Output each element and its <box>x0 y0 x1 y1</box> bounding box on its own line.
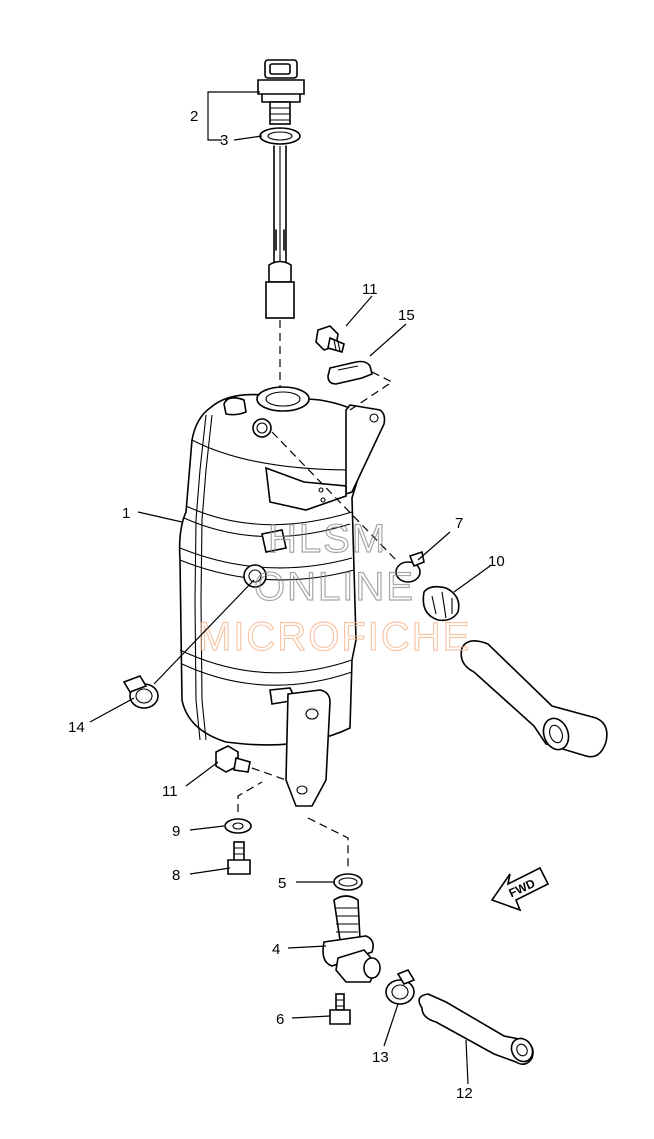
callout-14: 14 <box>68 719 85 736</box>
bolt-6 <box>329 993 351 1025</box>
watermark-line-1: HLSM <box>268 517 387 561</box>
watermark-line-2: ONLINE <box>254 565 415 609</box>
o-ring-5 <box>307 817 363 891</box>
hose-clamp-13 <box>385 969 416 1005</box>
callout-10: 10 <box>488 553 505 570</box>
bolt-lower <box>215 745 287 781</box>
fwd-direction-arrow: FWD <box>490 866 550 912</box>
bolt-upper <box>315 325 345 353</box>
grommet-10 <box>422 585 460 622</box>
bolt-8 <box>227 841 251 875</box>
hose-clamp-7 <box>271 431 425 583</box>
hose-fitting-4 <box>322 895 381 983</box>
tank-body <box>178 386 386 807</box>
hose-clip-15 <box>327 360 394 411</box>
callout-8: 8 <box>172 867 180 884</box>
callout-13: 13 <box>372 1049 389 1066</box>
callout-15: 15 <box>398 307 415 324</box>
hose-upper-right <box>460 640 608 758</box>
callout-2: 2 <box>190 108 198 125</box>
callout-1: 1 <box>122 505 130 522</box>
level-sensor-assembly <box>257 59 305 388</box>
watermark-line-3: MICROFICHE <box>198 615 471 659</box>
callout-9: 9 <box>172 823 180 840</box>
callout-11-upper: 11 <box>362 281 378 298</box>
callout-4: 4 <box>272 941 280 958</box>
callout-5: 5 <box>278 875 286 892</box>
callout-11-lower: 11 <box>162 783 178 800</box>
callout-labels: 2 3 1 11 15 7 10 14 11 9 8 5 4 6 13 12 <box>68 108 505 1102</box>
callout-12: 12 <box>456 1085 473 1102</box>
leader-lines <box>89 91 491 1085</box>
hose-12 <box>418 993 534 1066</box>
callout-7: 7 <box>455 515 463 532</box>
callout-3: 3 <box>220 132 228 149</box>
watermark: HLSM ONLINE MICROFICHE <box>197 516 471 659</box>
hose-clamp-14 <box>122 675 159 709</box>
callout-6: 6 <box>276 1011 284 1028</box>
washer-9 <box>224 781 263 834</box>
